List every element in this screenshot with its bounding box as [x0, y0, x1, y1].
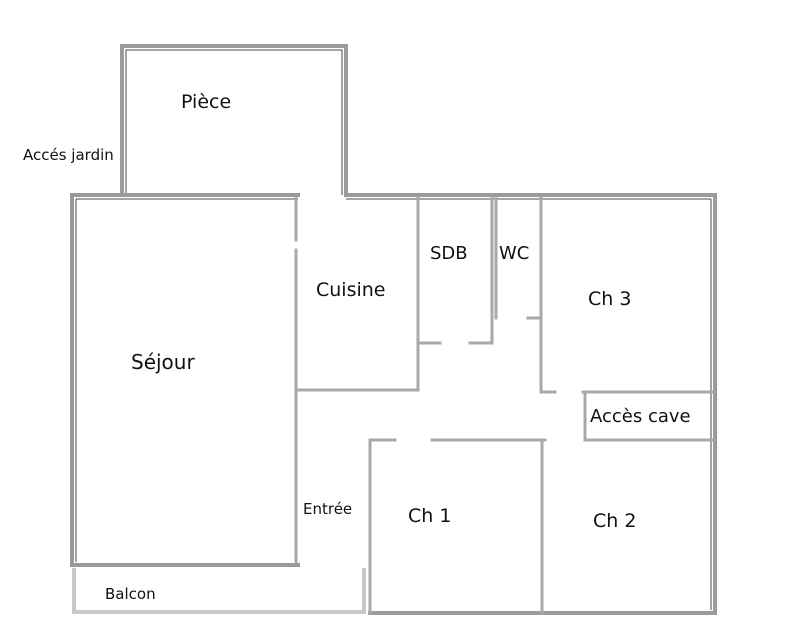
- label-ch3: Ch 3: [588, 288, 631, 310]
- label-sejour: Séjour: [131, 350, 195, 374]
- balcony-outline: [72, 568, 366, 614]
- label-piece: Pièce: [181, 91, 231, 113]
- label-balcon: Balcon: [105, 585, 156, 603]
- label-cuisine: Cuisine: [316, 279, 386, 301]
- label-wc: WC: [499, 243, 529, 264]
- label-ch2: Ch 2: [593, 510, 636, 532]
- label-sdb: SDB: [430, 243, 468, 264]
- label-acces-jardin: Accés jardin: [23, 146, 114, 164]
- interior-walls: [294, 196, 715, 615]
- outer-walls: [70, 193, 717, 615]
- label-entree: Entrée: [303, 500, 352, 518]
- piece-walls: [120, 44, 348, 197]
- label-ch1: Ch 1: [408, 505, 451, 527]
- label-acces-cave: Accès cave: [590, 406, 691, 427]
